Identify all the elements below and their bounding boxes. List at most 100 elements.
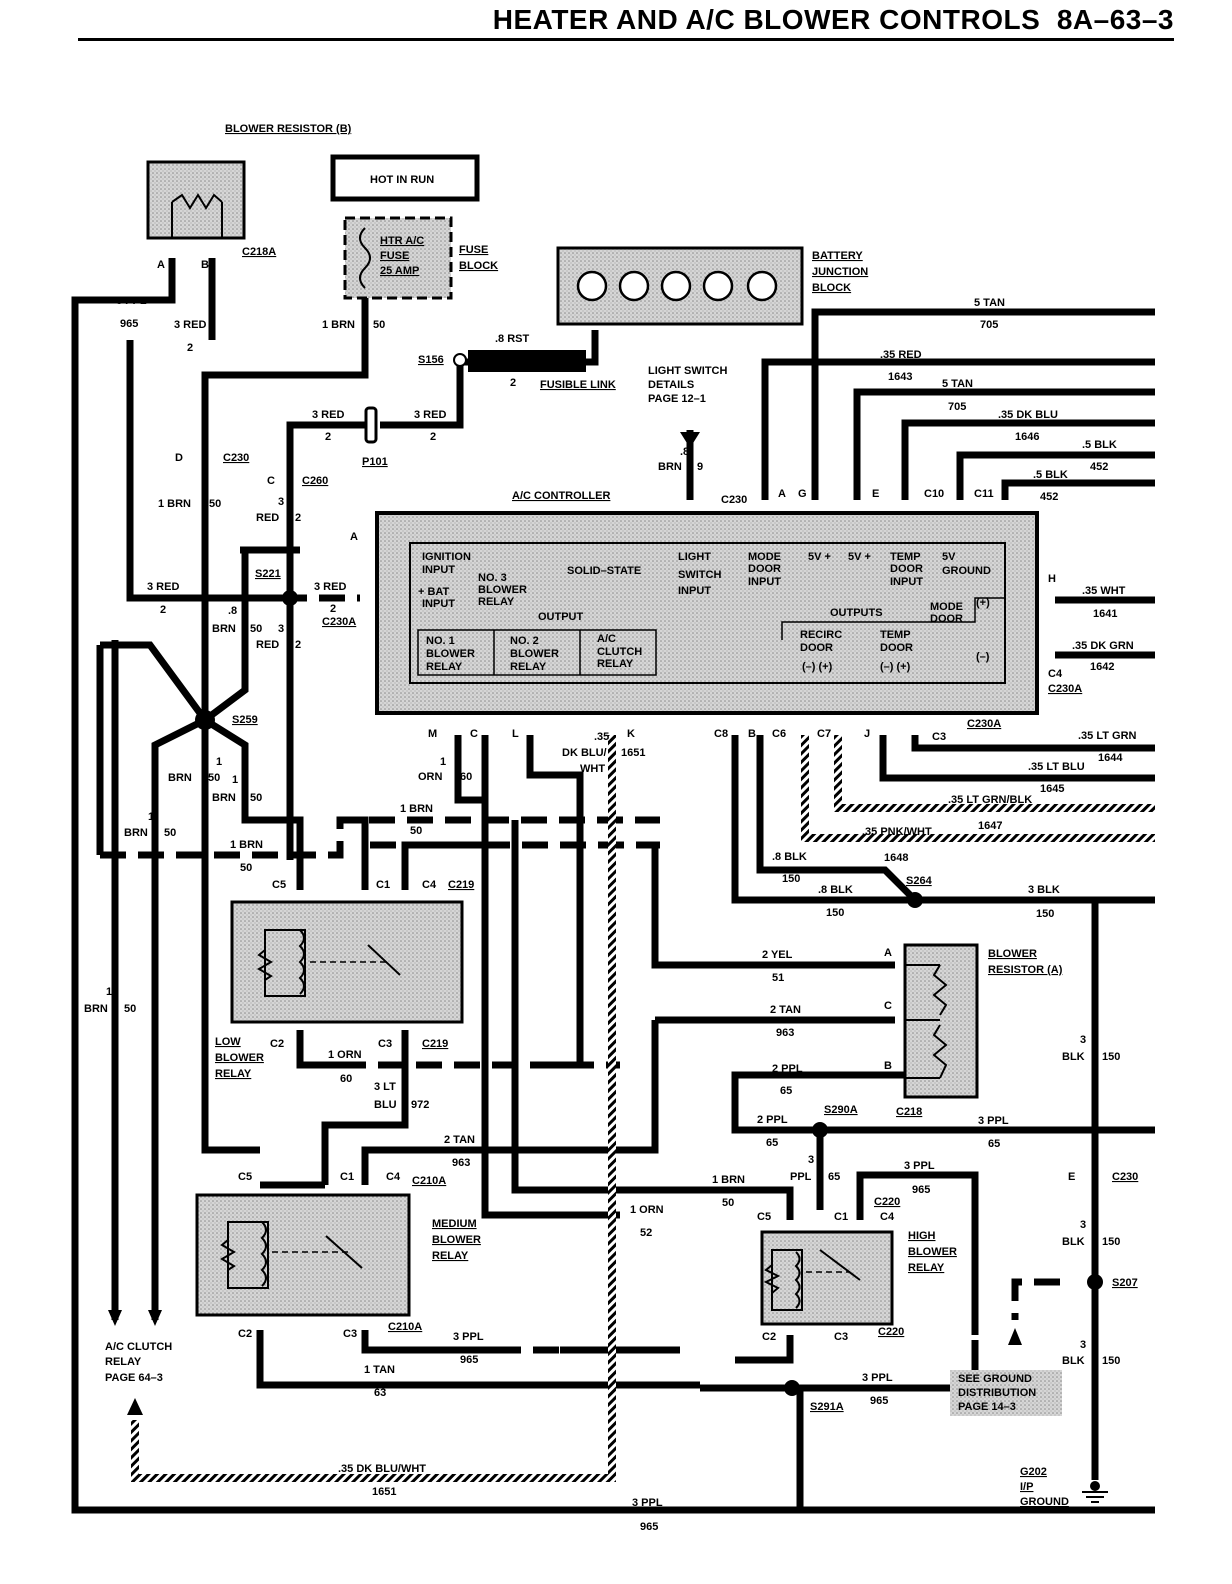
arrow-ground	[1008, 1328, 1022, 1345]
svg-text:1651: 1651	[372, 1486, 396, 1498]
svg-text:(–) (+): (–) (+)	[880, 661, 911, 673]
svg-text:INPUT: INPUT	[422, 564, 455, 576]
svg-text:1: 1	[106, 986, 112, 998]
svg-text:3: 3	[278, 623, 284, 635]
svg-text:BLU: BLU	[374, 1099, 397, 1111]
svg-text:B: B	[884, 1060, 892, 1072]
svg-text:.35 LT GRN/BLK: .35 LT GRN/BLK	[948, 794, 1032, 806]
svg-text:1651: 1651	[621, 747, 645, 759]
svg-text:2: 2	[430, 431, 436, 443]
svg-text:.5 BLK: .5 BLK	[1033, 469, 1068, 481]
wire-orn-60	[454, 735, 485, 804]
wire-tan-705b	[853, 388, 1155, 500]
svg-text:RELAY: RELAY	[215, 1068, 252, 1080]
svg-text:INPUT: INPUT	[748, 576, 781, 588]
svg-text:INPUT: INPUT	[422, 598, 455, 610]
svg-text:3 PPL: 3 PPL	[978, 1115, 1009, 1127]
svg-text:S207: S207	[1112, 1277, 1138, 1289]
svg-text:705: 705	[948, 401, 966, 413]
svg-text:C3: C3	[378, 1038, 392, 1050]
svg-text:2: 2	[330, 603, 336, 615]
svg-text:L: L	[512, 728, 519, 740]
svg-text:C210A: C210A	[388, 1321, 422, 1333]
svg-text:S156: S156	[418, 354, 444, 366]
svg-text:.35 PNK/WHT: .35 PNK/WHT	[862, 826, 932, 838]
svg-text:J: J	[864, 728, 870, 740]
wire-tan-705	[811, 308, 1155, 500]
svg-text:I/P: I/P	[1020, 1481, 1033, 1493]
wires	[71, 258, 1155, 1514]
hatch-pnkwht	[801, 735, 1155, 842]
wire-red-1643	[761, 358, 1155, 500]
svg-text:DOOR: DOOR	[800, 642, 833, 654]
svg-text:D: D	[175, 452, 183, 464]
battery-label-3: BLOCK	[812, 282, 851, 294]
ac-clutch-label-3: PAGE 64–3	[105, 1372, 163, 1384]
wire-high-1brn	[511, 820, 794, 1220]
svg-text:A: A	[350, 531, 358, 543]
svg-text:C5: C5	[238, 1171, 252, 1183]
svg-text:C2: C2	[762, 1331, 776, 1343]
svg-text:5V: 5V	[942, 551, 956, 563]
wire-s259-3	[203, 717, 304, 890]
svg-text:(+): (+)	[976, 597, 990, 609]
svg-text:2: 2	[510, 377, 516, 389]
svg-text:965: 965	[120, 318, 138, 330]
splice-s221	[282, 590, 298, 606]
svg-text:50: 50	[208, 772, 220, 784]
svg-text:SWITCH: SWITCH	[678, 569, 721, 581]
svg-text:IGNITION: IGNITION	[422, 551, 471, 563]
svg-text:963: 963	[452, 1157, 470, 1169]
svg-text:BLOWER: BLOWER	[988, 948, 1037, 960]
svg-text:C5: C5	[757, 1211, 771, 1223]
svg-text:(–) (+): (–) (+)	[802, 661, 833, 673]
svg-text:2 PPL: 2 PPL	[772, 1063, 803, 1075]
svg-text:1644: 1644	[1098, 752, 1123, 764]
svg-text:150: 150	[1102, 1236, 1120, 1248]
svg-text:C: C	[470, 728, 478, 740]
svg-text:3 PPL: 3 PPL	[116, 295, 147, 307]
svg-text:NO. 3: NO. 3	[478, 572, 507, 584]
wire-blk-s264	[756, 735, 918, 903]
svg-text:BLOWER: BLOWER	[426, 648, 475, 660]
svg-text:50: 50	[410, 825, 422, 837]
svg-text:60: 60	[460, 771, 472, 783]
splice-s259	[195, 710, 215, 730]
svg-text:S290A: S290A	[824, 1104, 858, 1116]
arrows	[108, 1310, 1022, 1415]
svg-text:C4: C4	[422, 879, 437, 891]
svg-text:452: 452	[1040, 491, 1058, 503]
title-rule	[78, 38, 1174, 41]
svg-text:RECIRC: RECIRC	[800, 629, 842, 641]
svg-text:1 BRN: 1 BRN	[230, 839, 263, 851]
svg-text:1645: 1645	[1040, 783, 1064, 795]
arrow-up-clutch	[127, 1398, 143, 1415]
wire-s259-2	[151, 716, 207, 1320]
svg-text:3 RED: 3 RED	[312, 409, 344, 421]
svg-text:C4: C4	[880, 1211, 895, 1223]
svg-text:LIGHT: LIGHT	[678, 551, 711, 563]
svg-text:50: 50	[124, 1003, 136, 1015]
svg-text:DOOR: DOOR	[880, 642, 913, 654]
svg-text:5V +: 5V +	[808, 551, 831, 563]
wire-blk-452b	[1001, 479, 1155, 500]
wire-blk-452	[956, 451, 1155, 500]
svg-text:C230: C230	[1112, 1171, 1138, 1183]
svg-text:.8: .8	[228, 605, 237, 617]
svg-text:2 TAN: 2 TAN	[444, 1134, 475, 1146]
svg-text:C219: C219	[448, 879, 474, 891]
svg-text:OUTPUTS: OUTPUTS	[830, 607, 883, 619]
svg-text:RESISTOR (A): RESISTOR (A)	[988, 964, 1063, 976]
svg-text:150: 150	[782, 873, 800, 885]
svg-text:C218: C218	[896, 1106, 922, 1118]
hatch-dkblu-wht	[131, 735, 616, 1482]
fuse-label-1: HTR A/C	[380, 235, 424, 247]
svg-text:5 TAN: 5 TAN	[942, 378, 973, 390]
svg-text:1648: 1648	[884, 852, 908, 864]
svg-text:51: 51	[772, 972, 784, 984]
svg-text:OUTPUT: OUTPUT	[538, 611, 584, 623]
svg-text:BLK: BLK	[1062, 1051, 1085, 1063]
svg-text:3: 3	[1080, 1219, 1086, 1231]
svg-text:C1: C1	[376, 879, 390, 891]
